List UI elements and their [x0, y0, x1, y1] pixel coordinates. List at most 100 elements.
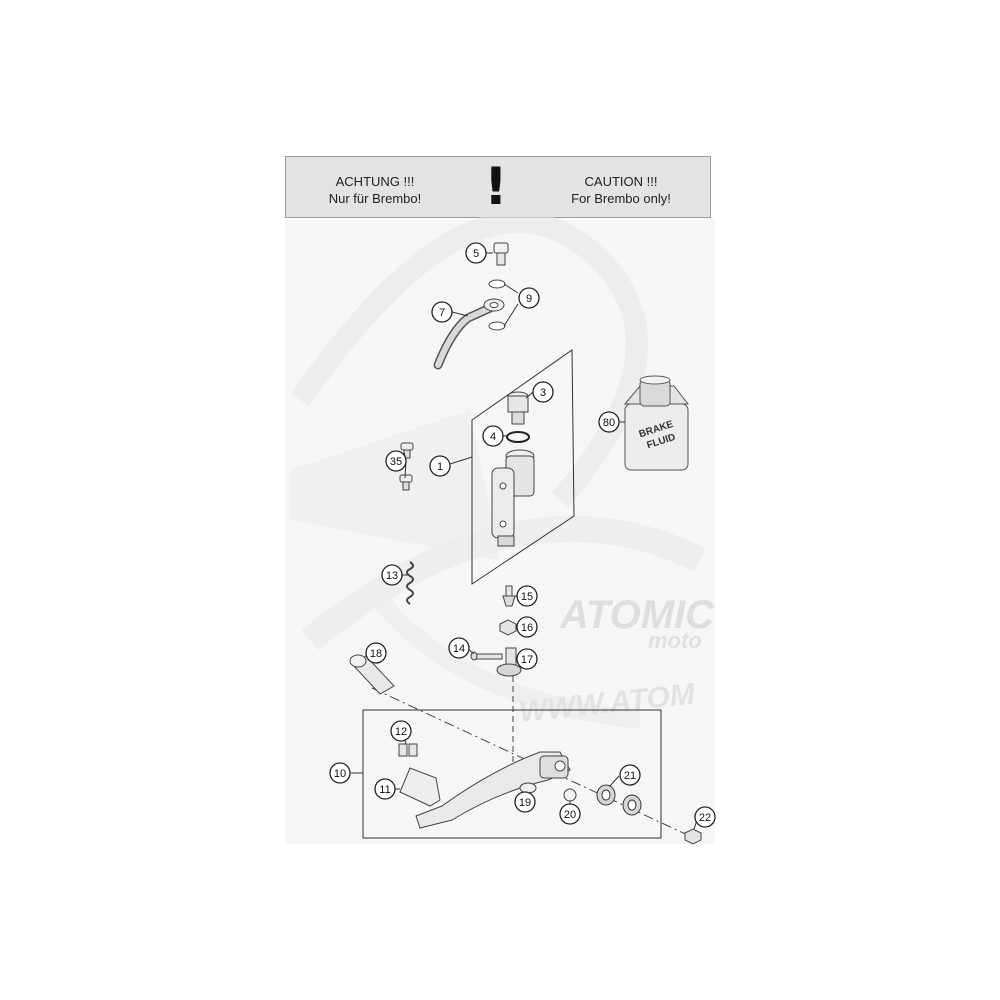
callout-number: 16	[521, 622, 533, 634]
callout-11: 11	[374, 778, 396, 800]
callout-13: 13	[381, 564, 403, 586]
callout-layer: 5 9 7 3 4 1 35 80 13 15 16 14 17 18 12 10 11 21 19 20 22	[329, 242, 716, 828]
callout-number: 14	[453, 643, 465, 655]
bleed-nipple-part	[502, 585, 516, 607]
warning-banner: ACHTUNG !!! Nur für Brembo! ! CAUTION !!…	[285, 156, 711, 218]
callout-number: 4	[490, 431, 496, 443]
seal-ring-lower-part	[488, 321, 506, 331]
pin-part	[398, 743, 418, 757]
pushrod-part	[470, 651, 503, 661]
callout-number: 35	[390, 456, 402, 468]
pivot-nut-part	[684, 828, 702, 845]
watermark-logo	[290, 211, 706, 729]
callout-35: 35	[385, 450, 407, 472]
callout-number: 20	[564, 809, 576, 821]
callout-circle	[516, 616, 538, 638]
o-ring-part	[506, 431, 530, 443]
callout-7: 7	[431, 301, 453, 323]
return-spring-part	[406, 561, 414, 605]
hex-nut-part	[499, 619, 517, 636]
callout-4: 4	[482, 425, 504, 447]
callout-12: 12	[390, 720, 412, 742]
callout-number: 11	[379, 784, 390, 796]
callout-number: 13	[386, 570, 398, 582]
callout-circle	[516, 648, 538, 670]
callout-circle	[514, 791, 536, 813]
callout-number: 22	[699, 812, 711, 824]
callout-number: 15	[521, 591, 533, 603]
callout-number: 9	[526, 293, 532, 305]
callout-22: 22	[694, 806, 716, 828]
master-cylinder-part	[491, 449, 535, 547]
brake-pedal-group-outline	[362, 709, 662, 839]
callout-circle	[465, 242, 487, 264]
bearing-part	[596, 784, 642, 816]
callout-14: 14	[448, 637, 470, 659]
callout-18: 18	[365, 642, 387, 664]
callout-number: 5	[473, 248, 479, 260]
callout-number: 3	[540, 387, 546, 399]
warning-german: ACHTUNG !!! Nur für Brembo!	[290, 173, 460, 207]
callout-circle	[532, 381, 554, 403]
callout-number: 19	[519, 797, 531, 809]
callout-circle	[329, 762, 351, 784]
callout-1: 1	[429, 455, 451, 477]
watermark-sub: moto	[648, 628, 702, 653]
callout-number: 18	[370, 648, 382, 660]
callout-number: 7	[439, 307, 445, 319]
callout-circle	[694, 806, 716, 828]
callout-circle	[516, 585, 538, 607]
screw-part	[399, 442, 414, 491]
banjo-bolt-part	[493, 242, 509, 266]
callout-5: 5	[465, 242, 487, 264]
warning-german-title: ACHTUNG !!!	[335, 174, 415, 189]
warning-german-text: Nur für Brembo!	[328, 191, 422, 206]
warning-english: CAUTION !!! For Brembo only!	[536, 173, 706, 207]
callout-9: 9	[518, 287, 540, 309]
callout-circle	[385, 450, 407, 472]
callout-10: 10	[329, 762, 351, 784]
pivot-bolt-part	[349, 654, 395, 695]
watermark-brand: ATOMIC	[559, 593, 715, 637]
callout-17: 17	[516, 648, 538, 670]
callout-circle	[448, 637, 470, 659]
callout-circle	[518, 287, 540, 309]
washer-part	[563, 788, 577, 802]
exclamation-icon: !	[484, 157, 508, 217]
callout-circle	[619, 764, 641, 786]
warning-english-title: CAUTION !!!	[584, 174, 658, 189]
callout-number: 21	[624, 770, 636, 782]
callout-19: 19	[514, 791, 536, 813]
callout-circle	[381, 564, 403, 586]
callout-number: 80	[603, 417, 615, 429]
callout-number: 1	[437, 461, 443, 473]
callout-circle	[390, 720, 412, 742]
brake-pedal-part	[415, 751, 571, 829]
brake-fluid-bottle-part	[623, 375, 690, 471]
callout-number: 10	[334, 768, 346, 780]
bushing-part	[519, 782, 537, 794]
reservoir-connector-part	[507, 391, 529, 425]
callout-number: 17	[521, 654, 533, 666]
callout-20: 20	[559, 803, 581, 825]
callout-circle	[598, 411, 620, 433]
clevis-part	[496, 647, 522, 677]
callout-circle	[429, 455, 451, 477]
callout-circle	[365, 642, 387, 664]
step-plate-part	[399, 767, 441, 807]
callout-15: 15	[516, 585, 538, 607]
warning-english-text: For Brembo only!	[571, 191, 671, 206]
callout-16: 16	[516, 616, 538, 638]
callout-number: 12	[395, 726, 407, 738]
callout-circle	[431, 301, 453, 323]
callout-3: 3	[532, 381, 554, 403]
callout-circle	[482, 425, 504, 447]
callout-circle	[374, 778, 396, 800]
brake-hose-part	[433, 298, 505, 370]
master-cylinder-group-outline	[471, 349, 575, 585]
callout-circle	[559, 803, 581, 825]
callout-21: 21	[619, 764, 641, 786]
callout-80: 80	[598, 411, 620, 433]
